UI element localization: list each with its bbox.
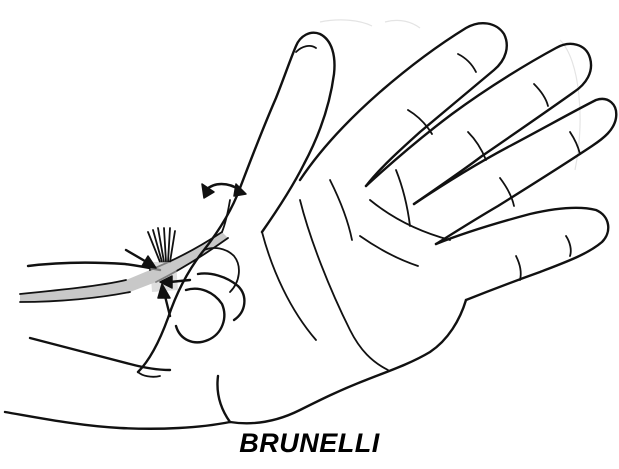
tendon-graft xyxy=(20,200,230,302)
figure-caption: BRUNELLI xyxy=(0,426,619,460)
palm-and-fingers xyxy=(218,23,617,423)
background-ghost-marks xyxy=(320,20,580,170)
rotation-arrow xyxy=(202,184,246,198)
